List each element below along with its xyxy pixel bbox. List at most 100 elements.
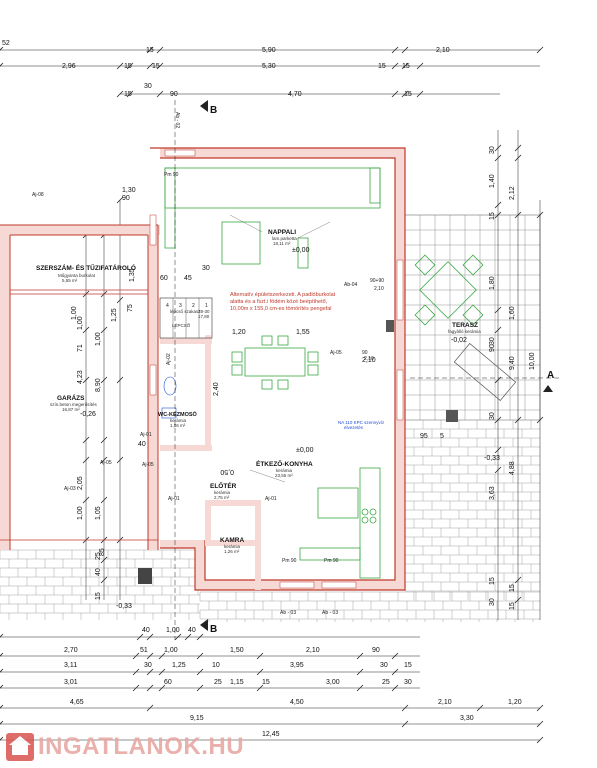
stair-labels: 4 3 2 1 LÉPCSŐ lépcső szakasz 28-30 17,8… [166, 303, 210, 328]
room-wc: WC-KÉZMOSÓ kerámia 1,86 m² [158, 410, 198, 428]
svg-text:elvezetés: elvezetés [344, 425, 364, 430]
svg-text:Ab - 03: Ab - 03 [280, 610, 296, 616]
svg-text:85: 85 [99, 548, 106, 556]
dimension-label-left: 1,00 [95, 332, 102, 346]
svg-text:Ab - 02: Ab - 02 [174, 112, 180, 128]
svg-text:kerámia: kerámia [214, 490, 231, 495]
svg-text:30: 30 [380, 662, 388, 669]
svg-text:1,00: 1,00 [166, 627, 180, 634]
svg-text:30: 30 [144, 662, 152, 669]
svg-text:10,00m x 155,0 cm-es tömörítés: 10,00m x 155,0 cm-es tömörítés pengefal [230, 306, 332, 312]
svg-text:-0,33: -0,33 [116, 603, 132, 610]
svg-text:-0,26: -0,26 [80, 411, 96, 418]
red-note: Alternatív épületszerkezeti. A padlóburk… [230, 292, 336, 312]
svg-text:Aj-02: Aj-02 [166, 353, 172, 365]
dimension-label-right: 9,40 [509, 356, 516, 370]
svg-text:40: 40 [138, 441, 146, 448]
svg-text:Pm 90: Pm 90 [164, 172, 179, 178]
svg-text:1,00: 1,00 [164, 647, 178, 654]
svg-text:Aj-01: Aj-01 [265, 496, 277, 502]
dimension-label-left: 71 [77, 344, 84, 352]
dimension-label-right: 30 [489, 598, 496, 606]
svg-text:Pm 90: Pm 90 [324, 558, 339, 564]
room-kamra: KAMRA kerámia 1,26 m² [220, 537, 244, 554]
svg-text:fagyálló kerámia: fagyálló kerámia [448, 329, 481, 334]
dimension-label-right: 30 [489, 146, 496, 154]
svg-text:Aj-05: Aj-05 [100, 460, 112, 466]
svg-text:17,80: 17,80 [198, 314, 210, 319]
element-tags: Ab - 02 Ab-04 Ab - 03 Ab - 03 Aj-08 Aj-0… [32, 112, 384, 616]
svg-text:±0,00: ±0,00 [292, 247, 310, 254]
svg-text:TERASZ: TERASZ [452, 322, 478, 329]
svg-text:Műgyanta burkolat: Műgyanta burkolat [58, 273, 96, 278]
svg-text:Pm 90: Pm 90 [282, 558, 297, 564]
levels: -0,33 -0,33 [116, 455, 500, 610]
dimension-label-left: 4,23 [77, 370, 84, 384]
svg-text:40: 40 [142, 627, 150, 634]
svg-text:5: 5 [440, 433, 444, 440]
svg-text:1,86 m²: 1,86 m² [170, 423, 186, 428]
svg-text:Ab-04: Ab-04 [344, 282, 358, 288]
dimension-labels-top: 52 15 5,90 2,10 2,96 15 15 5,30 15 15 15… [2, 40, 450, 98]
svg-text:5,55 m²: 5,55 m² [62, 278, 78, 283]
svg-text:2: 2 [192, 303, 195, 309]
svg-text:-0,33: -0,33 [484, 455, 500, 462]
dimension-label-right: 15 [489, 577, 496, 585]
svg-text:30: 30 [144, 83, 152, 90]
svg-text:kerámia: kerámia [276, 468, 293, 473]
svg-text:5,30: 5,30 [262, 63, 276, 70]
svg-text:Aj-08: Aj-08 [32, 192, 44, 198]
svg-text:lam.parketta: lam.parketta [272, 236, 297, 241]
svg-text:12,45: 12,45 [262, 731, 280, 738]
dimension-label-left: 2,05 [77, 476, 84, 490]
dimension-label-right: 30 [489, 337, 496, 345]
svg-text:30: 30 [202, 265, 210, 272]
svg-text:2,70: 2,70 [64, 647, 78, 654]
svg-text:15: 15 [378, 63, 386, 70]
svg-text:75: 75 [127, 304, 134, 312]
svg-text:1,20: 1,20 [232, 329, 246, 336]
section-mark-top: B [210, 105, 217, 116]
svg-text:15: 15 [124, 91, 132, 98]
svg-text:Ab - 03: Ab - 03 [322, 610, 338, 616]
dimension-label-right: 1,40 [489, 174, 496, 188]
svg-text:90: 90 [170, 91, 178, 98]
dimension-label-right: 30 [489, 412, 496, 420]
svg-text:2,10: 2,10 [374, 286, 384, 292]
dimension-label-right: 15 [489, 212, 496, 220]
dimension-label-right: 15 [509, 584, 516, 592]
room-storage: SZERSZÁM- ÉS TŰZIFATÁROLÓ Műgyanta burko… [36, 263, 136, 283]
svg-text:30: 30 [404, 679, 412, 686]
dimension-label-right: 90 [489, 344, 496, 352]
svg-text:90: 90 [122, 195, 130, 202]
svg-text:15: 15 [146, 47, 154, 54]
svg-text:90+90: 90+90 [370, 278, 384, 284]
svg-text:alatta és a fszt.i födém közé: alatta és a fszt.i födém közé beépíthető… [230, 299, 328, 305]
svg-text:25: 25 [382, 679, 390, 686]
svg-text:4: 4 [166, 303, 169, 309]
svg-text:1,26 m²: 1,26 m² [224, 549, 240, 554]
svg-text:3,11: 3,11 [64, 662, 77, 669]
dimension-label-left: 1,00 [77, 506, 84, 520]
svg-text:kerámia: kerámia [170, 418, 187, 423]
section-mark-right: A [547, 370, 554, 381]
svg-text:2,10: 2,10 [438, 699, 452, 706]
svg-text:45: 45 [184, 275, 192, 282]
svg-text:ELŐTÉR: ELŐTÉR [210, 481, 237, 490]
svg-text:Aj-05: Aj-05 [142, 462, 154, 468]
dimension-label-right: 1,80 [489, 276, 496, 290]
svg-text:1,25: 1,25 [172, 662, 186, 669]
dimension-label-left: 8,90 [95, 378, 102, 392]
svg-text:Aj-03: Aj-03 [64, 486, 76, 492]
svg-text:ÉTKEZŐ-KONYHA: ÉTKEZŐ-KONYHA [256, 459, 313, 468]
dimension-labels-bottom: 40 1,00 40 2,70 51 1,00 1,50 2,10 90 3,1… [64, 627, 522, 738]
svg-text:15: 15 [262, 679, 270, 686]
svg-text:1,15: 1,15 [230, 679, 244, 686]
dimension-label-left: 1,00 [77, 316, 84, 330]
svg-text:3: 3 [179, 303, 182, 309]
svg-text:szín.beton megerősítés: szín.beton megerősítés [50, 402, 98, 407]
svg-text:NAPPALI: NAPPALI [268, 229, 296, 236]
room-labels: NAPPALI lam.parketta 18,11 m² ±0,00 SZER… [36, 229, 481, 554]
